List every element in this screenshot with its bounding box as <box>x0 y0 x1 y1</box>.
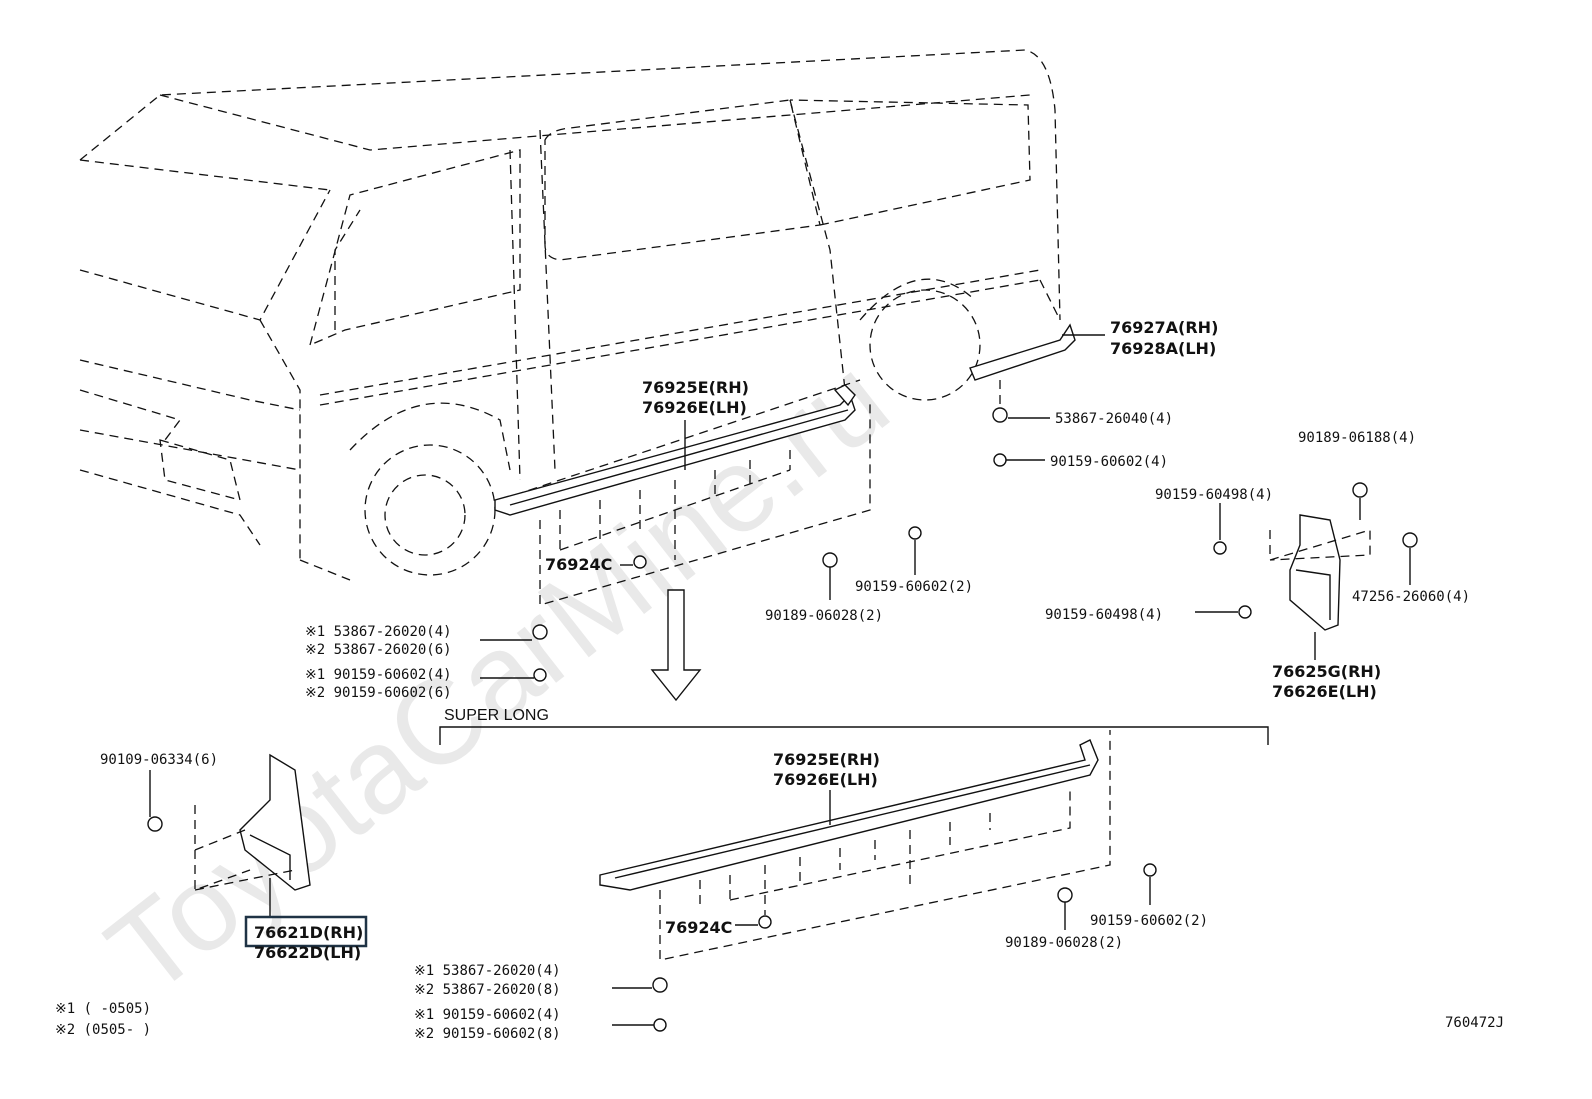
diagram-code: 760472J <box>1445 1015 1504 1031</box>
callout-s2-90159[interactable]: ※2 90159-60602(6) <box>305 685 452 701</box>
callout-sl-s1-53867[interactable]: ※1 53867-26020(4) <box>414 963 561 979</box>
callout-47256-26060[interactable]: 47256-26060(4) <box>1352 589 1470 605</box>
callout-76928a[interactable]: 76928A(LH) <box>1110 339 1216 358</box>
callout-76621d[interactable]: 76621D(RH) <box>254 923 363 942</box>
callout-76926e[interactable]: 76926E(LH) <box>642 398 747 417</box>
rocker-panel-standard <box>494 384 871 606</box>
callout-sl-s2-53867[interactable]: ※2 53867-26020(8) <box>414 982 561 998</box>
callout-76925e[interactable]: 76925E(RH) <box>642 378 749 397</box>
callout-sl-76924c[interactable]: 76924C <box>665 918 732 937</box>
callout-76622d[interactable]: 76622D(LH) <box>254 943 361 962</box>
callout-sl-s1-90159[interactable]: ※1 90159-60602(4) <box>414 1007 561 1023</box>
callout-sl-90159-60602[interactable]: 90159-60602(2) <box>1090 913 1208 929</box>
callout-76625g[interactable]: 76625G(RH) <box>1272 662 1381 681</box>
callout-90189-06188[interactable]: 90189-06188(4) <box>1298 430 1416 446</box>
selected-part-highlight <box>244 915 368 948</box>
leader-lines <box>149 334 1411 1026</box>
callout-90109-06334[interactable]: 90109-06334(6) <box>100 752 218 768</box>
callout-90159-60602-2[interactable]: 90159-60602(2) <box>855 579 973 595</box>
callout-76924c[interactable]: 76924C <box>545 555 612 574</box>
note-1: ※1 ( -0505) <box>55 1001 151 1017</box>
callout-s1-53867[interactable]: ※1 53867-26020(4) <box>305 624 452 640</box>
callout-sl-76926e[interactable]: 76926E(LH) <box>773 770 878 789</box>
callout-90189-06028-2[interactable]: 90189-06028(2) <box>765 608 883 624</box>
callout-sl-76925e[interactable]: 76925E(RH) <box>773 750 880 769</box>
van-outline <box>79 49 1061 581</box>
callout-sl-90189-06028[interactable]: 90189-06028(2) <box>1005 935 1123 951</box>
callout-s1-90159[interactable]: ※1 90159-60602(4) <box>305 667 452 683</box>
rear-extension-panel <box>969 323 1076 405</box>
callout-90159-60602-4[interactable]: 90159-60602(4) <box>1050 454 1168 470</box>
callout-sl-s2-90159[interactable]: ※2 90159-60602(8) <box>414 1026 561 1042</box>
labels: 76927A(RH) 76928A(LH) 53867-26040(4) 901… <box>55 318 1504 1042</box>
callout-53867-26040[interactable]: 53867-26040(4) <box>1055 411 1173 427</box>
callout-90159-60498-b[interactable]: 90159-60498(4) <box>1045 607 1163 623</box>
fasteners <box>147 407 1418 1032</box>
section-label: SUPER LONG <box>444 707 549 724</box>
callout-76927a[interactable]: 76927A(RH) <box>1110 318 1218 337</box>
rear-mudflap <box>1269 514 1371 631</box>
callout-76626e[interactable]: 76626E(LH) <box>1272 682 1377 701</box>
super-long-bracket <box>439 726 1269 745</box>
note-2: ※2 (0505- ) <box>55 1022 151 1038</box>
callout-90159-60498-a[interactable]: 90159-60498(4) <box>1155 487 1273 503</box>
callout-s2-53867[interactable]: ※2 53867-26020(6) <box>305 642 452 658</box>
front-mudflap <box>194 753 311 891</box>
rocker-panel-super-long <box>599 730 1111 961</box>
down-arrow-icon <box>650 589 702 702</box>
